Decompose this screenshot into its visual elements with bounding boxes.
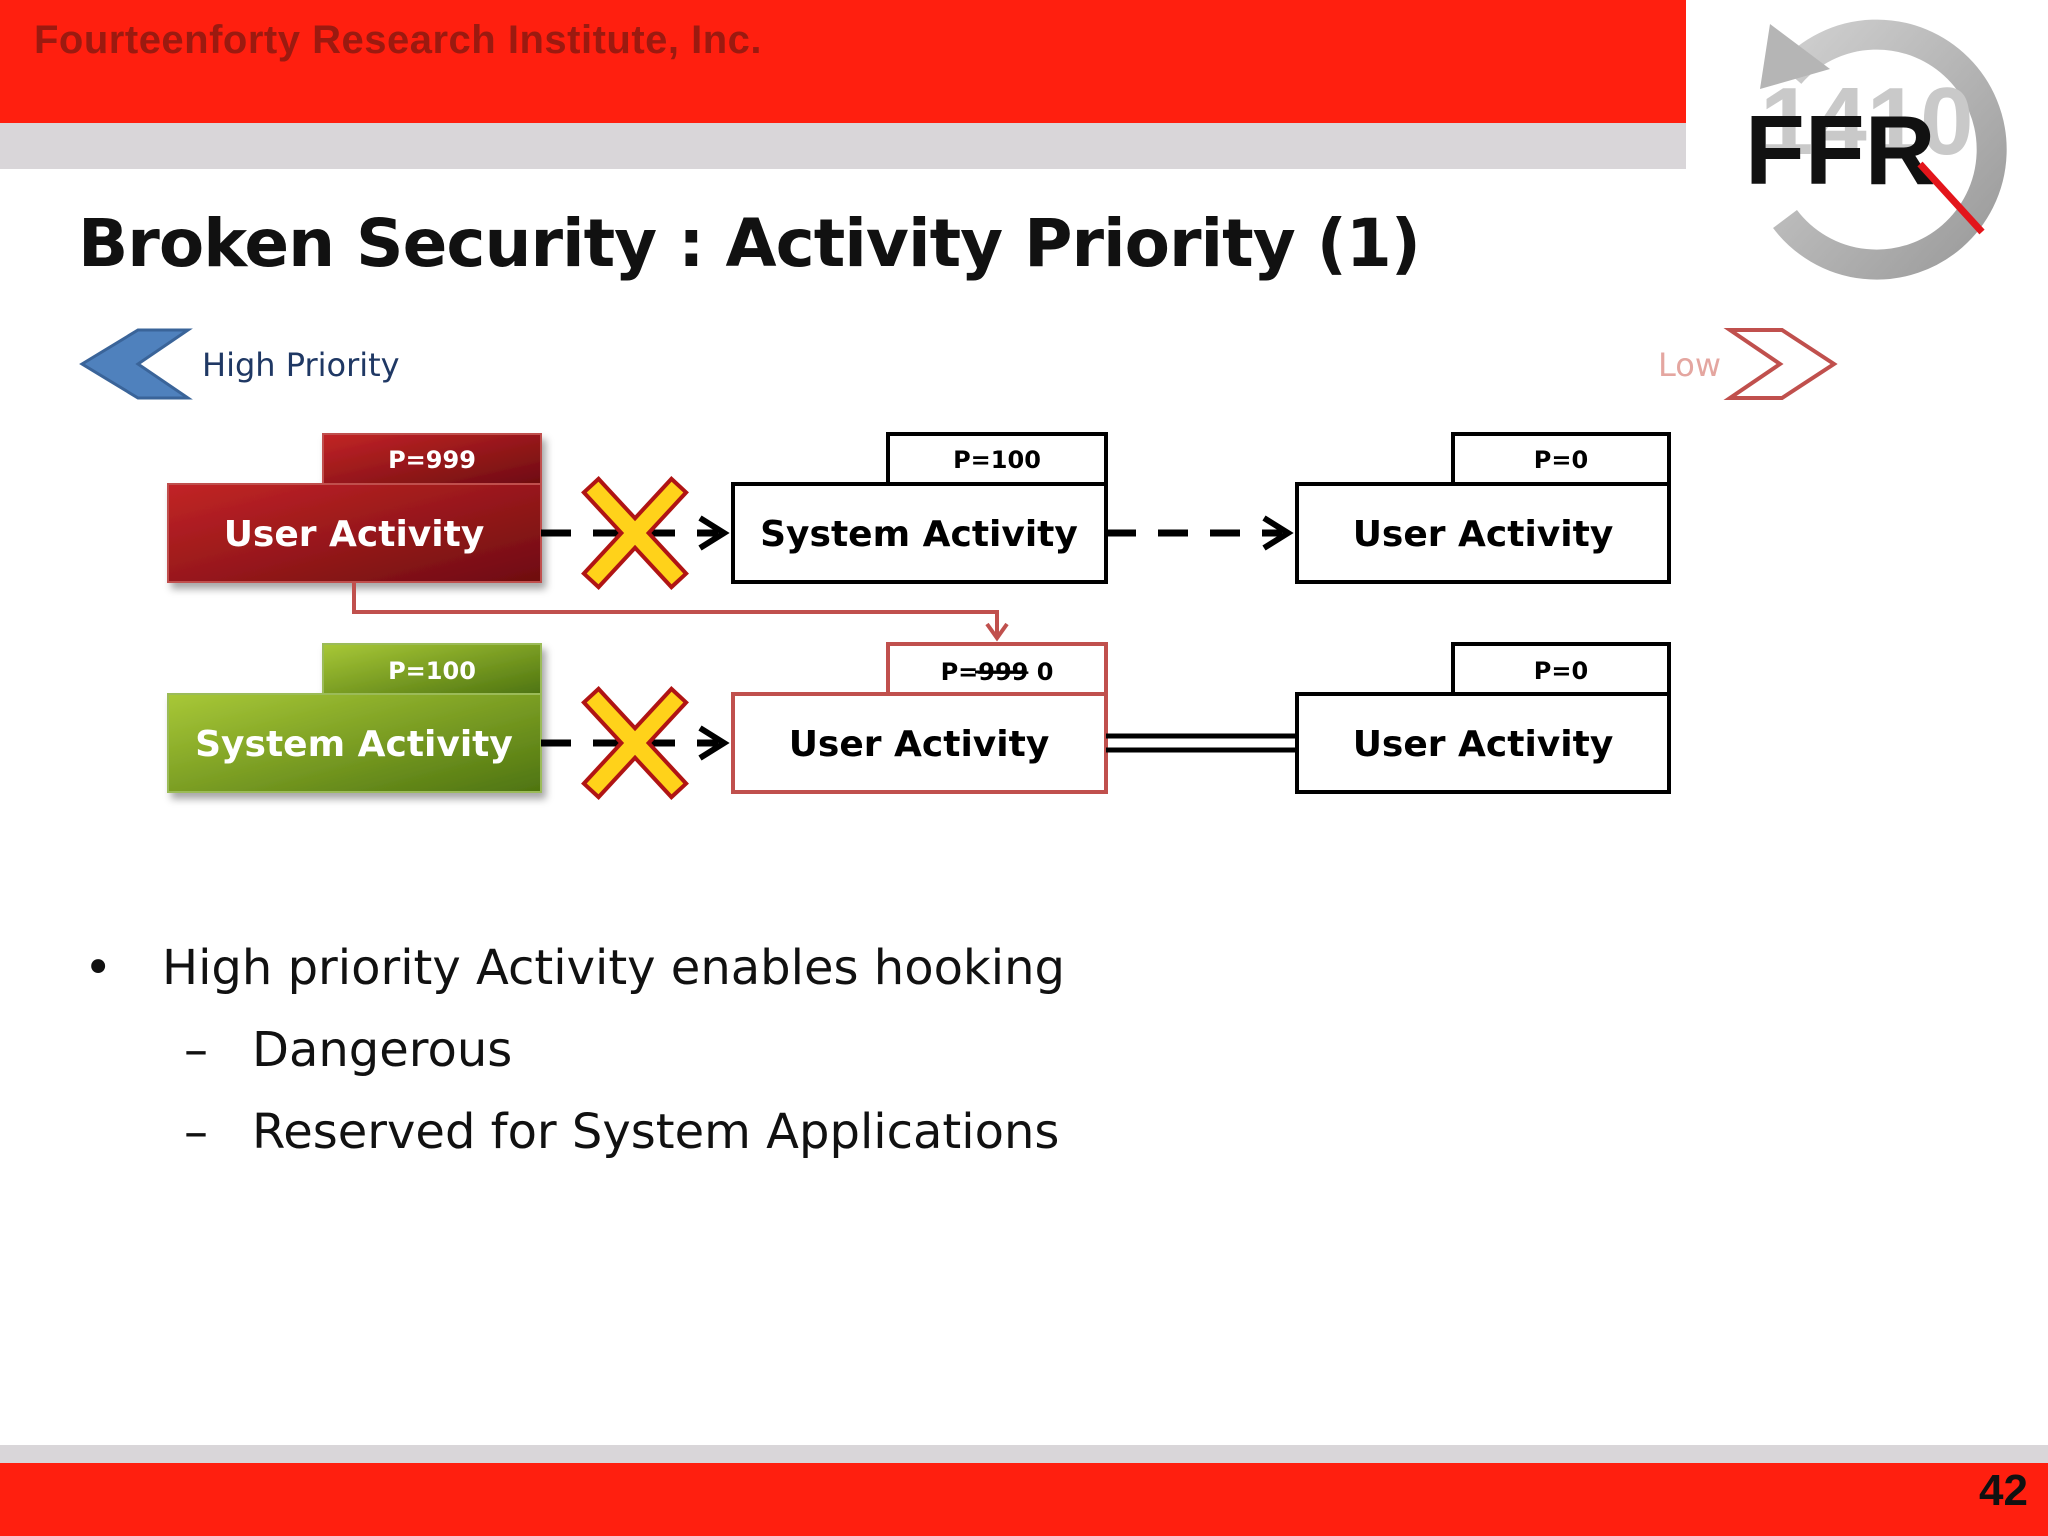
logo-text: FFR (1745, 95, 1936, 205)
footer-stripe (0, 1445, 2048, 1463)
slide-title: Broken Security : Activity Priority (1) (78, 205, 1421, 282)
blocked-cross-icon (581, 686, 689, 800)
svg-text:1410: 1410 (1760, 68, 1974, 175)
header-bar (0, 0, 1686, 123)
box-label: System Activity (760, 514, 1078, 555)
row2-user-activity-p0 (1295, 642, 1671, 794)
box-label: User Activity (1353, 724, 1614, 765)
box-tag: P=100 (388, 657, 476, 685)
box-label: User Activity (789, 724, 1050, 765)
box-label: User Activity (224, 514, 485, 555)
high-priority-label: High Priority (202, 346, 400, 384)
footer-bar (0, 1463, 2048, 1536)
row1-user-activity-p999 (167, 433, 542, 583)
row1-system-activity-p100 (731, 432, 1108, 584)
row1-user-activity-p0 (1295, 432, 1671, 584)
blocked-cross-icon (581, 476, 689, 590)
row2-user-activity-p0-hooked (731, 642, 1108, 794)
header-stripe (0, 123, 1686, 169)
box-tag: P=0 (1534, 446, 1588, 474)
box-tag: P=999 (388, 446, 476, 474)
box-tag: P=0 (1534, 657, 1588, 685)
box-label: System Activity (195, 724, 513, 765)
box-label: User Activity (1353, 514, 1614, 555)
org-name: Fourteenforty Research Institute, Inc. (34, 18, 763, 62)
ffr-logo: 1410 FFR (1745, 19, 2007, 280)
high-priority-arrow-icon (79, 328, 193, 400)
row2-system-activity-p100 (167, 643, 542, 793)
box-tag: P=100 (953, 446, 1041, 474)
priority-inherit-connector (352, 582, 999, 636)
low-priority-label: Low (1658, 346, 1721, 384)
low-priority-arrow-icon (1723, 328, 1838, 400)
page-number: 42 (1979, 1466, 2028, 1515)
priority-diagram: High Priority Low P=999 User Activity P=… (79, 328, 1838, 800)
